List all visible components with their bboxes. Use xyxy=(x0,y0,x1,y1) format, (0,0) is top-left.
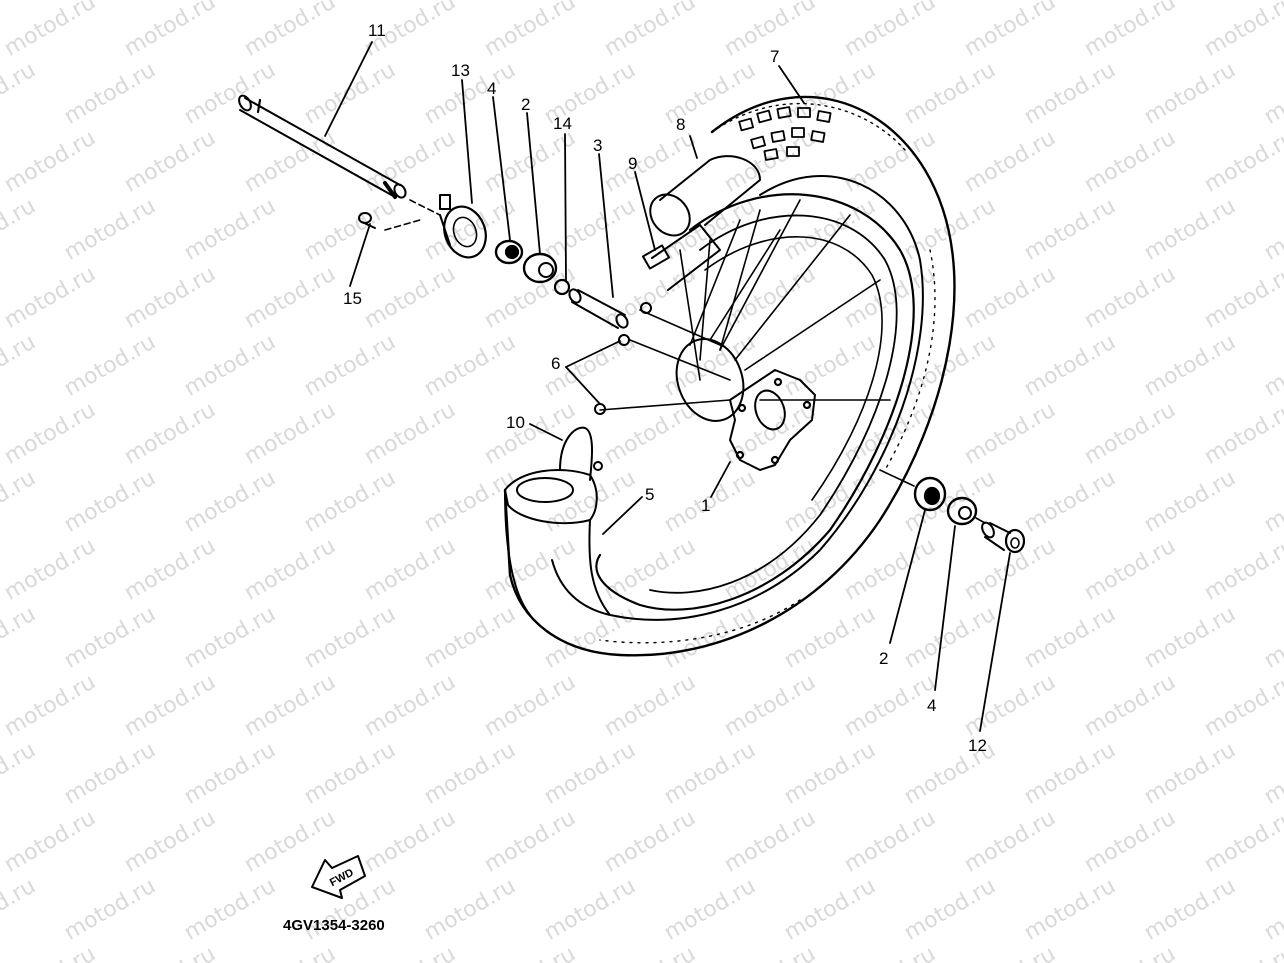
callout-2-bearing-right: 2 xyxy=(879,649,889,668)
callout-1-hub: 1 xyxy=(701,496,711,515)
callout-12-collar: 12 xyxy=(968,736,987,755)
circlip-drawing xyxy=(553,278,571,296)
callout-14-circlip: 14 xyxy=(553,114,572,133)
callout-7-tire: 7 xyxy=(770,47,780,66)
leader-lines xyxy=(324,41,1011,732)
axle-drawing xyxy=(238,94,407,199)
bolt-drawing xyxy=(358,212,421,231)
valve-drawing xyxy=(641,244,671,270)
callout-8-rim-band: 8 xyxy=(676,115,686,134)
fwd-label: FWD xyxy=(328,867,356,889)
spacer-drawing xyxy=(568,288,629,329)
callout-11-wheel-axle: 11 xyxy=(368,21,386,40)
rim-drawing xyxy=(595,193,915,611)
callout-4-oil-seal-right: 4 xyxy=(927,696,937,715)
callout-4-oil-seal: 4 xyxy=(487,79,497,98)
tire-drawing xyxy=(503,95,956,657)
collar-drawing xyxy=(981,521,1026,554)
bearing-left-drawing xyxy=(522,252,558,284)
tube-protector-drawing xyxy=(559,426,603,481)
hub-drawing xyxy=(675,338,816,471)
callout-9-valve: 9 xyxy=(628,154,638,173)
rim-band-drawing xyxy=(649,155,761,291)
callout-2-bearing: 2 xyxy=(521,95,531,114)
oil-seal-left-drawing xyxy=(494,239,524,265)
spokes-drawing xyxy=(599,199,891,411)
callout-15-bolt: 15 xyxy=(343,289,362,308)
callout-3-spacer: 3 xyxy=(593,136,603,155)
bearing-right-drawing xyxy=(879,469,947,512)
callout-13-speedometer-gear-unit: 13 xyxy=(451,61,470,80)
callout-5-tube: 5 xyxy=(645,485,655,504)
oil-seal-right-drawing xyxy=(946,496,986,526)
callout-10-tube-protector: 10 xyxy=(506,413,525,432)
document-code: 4GV1354-3260 xyxy=(283,917,385,934)
callout-6-spoke-set: 6 xyxy=(551,354,561,373)
fwd-arrow-icon xyxy=(311,855,366,899)
gear-unit-drawing xyxy=(439,194,487,259)
